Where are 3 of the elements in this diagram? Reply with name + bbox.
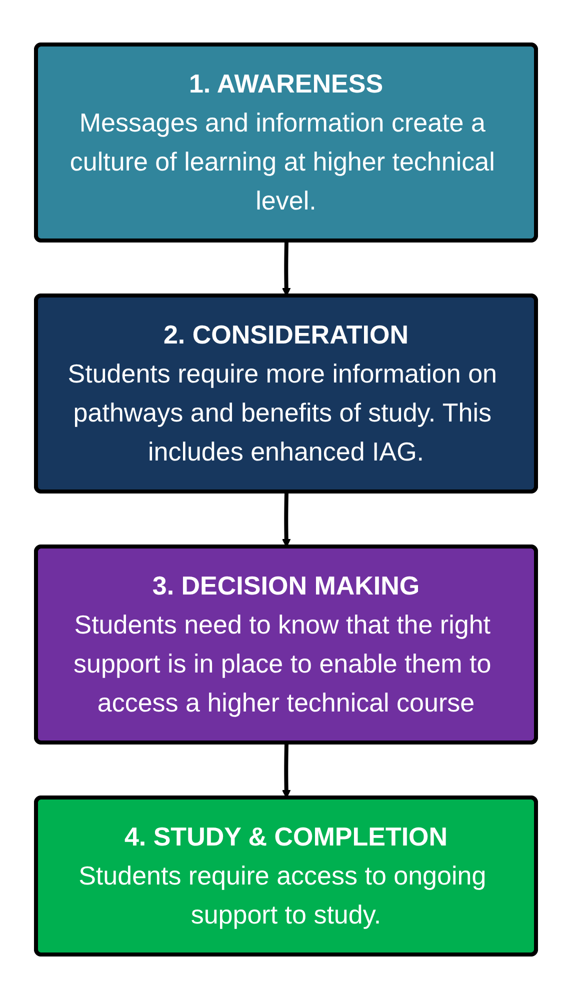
- arrow: [281, 492, 290, 548]
- arrow: [281, 240, 290, 296]
- arrow: [281, 742, 290, 798]
